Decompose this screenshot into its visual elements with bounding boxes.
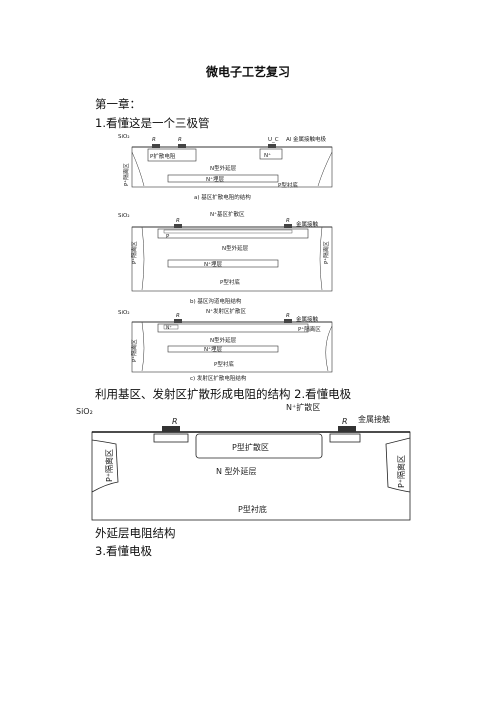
caption-b: b) 基区沟道电阻结构 [190, 297, 242, 305]
sio2-label-b: SiO₂ [118, 213, 130, 219]
caption-line-text: 利用基区、发射区扩散形成电阻的结构 2.看懂电极 [95, 387, 352, 401]
p-sub-label-fig2: P型衬底 [238, 504, 267, 514]
n-plus-label-c: N⁺ [166, 325, 172, 331]
p-sub-label-a: P型衬底 [278, 181, 298, 189]
item-1-text: 1.看懂这是一个三极管 [95, 116, 210, 130]
n-epi-label-fig2: N 型外延层 [216, 466, 257, 476]
p-sub-label-c: P型衬底 [214, 360, 234, 368]
r-label-c2: R [286, 313, 290, 319]
n-epi-label-a: N型外延层 [210, 164, 237, 172]
p-diff-label-fig2: P型扩散区 [232, 442, 269, 452]
n-emit-label-c: N⁺发射区扩散区 [206, 307, 247, 315]
metal-contact-label-b: 金属接触 [296, 220, 319, 228]
metal-contact-label-fig2: 金属接触 [358, 414, 390, 424]
n-buried-label-a: N⁺埋层 [206, 175, 225, 183]
item-3-text: 3.看懂电极 [95, 544, 152, 558]
subfigure-a: SiO₂ R R U_C Al 金属接触电极 P扩散电阻 N⁺ N型外延层 N⁺… [118, 134, 333, 201]
n-epi-label-c: N型外延层 [210, 336, 237, 344]
n-plus-label-a: N⁺ [264, 152, 271, 159]
resistor-structures-figure: SiO₂ R R U_C Al 金属接触电极 P扩散电阻 N⁺ N型外延层 N⁺… [118, 134, 333, 382]
p-iso-label-a: P⁺隔离区 [122, 163, 130, 186]
caption-c: c) 发射区扩散电阻结构 [190, 374, 247, 382]
p-iso-right-label-b: P⁺隔离区 [322, 241, 330, 264]
p-sub-label-b: P型衬底 [220, 278, 240, 286]
caption-a: a) 基区扩散电阻的结构 [194, 193, 251, 201]
r-label-fig2-1: R [172, 417, 178, 426]
chapter-heading: 第一章： [95, 97, 141, 111]
p-iso-left-label-fig2: P⁺隔离区 [104, 449, 114, 482]
metal-contact-label-c: 金属接触 [296, 315, 319, 323]
p-resistor-label-a: P扩散电阻 [150, 152, 176, 160]
n-plus-diff-label-fig2: N⁺扩散区 [286, 402, 320, 412]
sio2-label-a: SiO₂ [118, 134, 130, 140]
r-label-b1: R [176, 218, 180, 224]
r-label-a1: R [152, 137, 156, 143]
subfigure-b: SiO₂ N⁺基区扩散区 R R 金属接触 P P⁺隔离区 P⁺隔离区 N型外延… [118, 210, 333, 305]
subfigure-c: SiO₂ N⁺发射区扩散区 R R 金属接触 P⁺隔离区 N⁺ P⁺隔离区 N型… [118, 307, 333, 382]
n-base-label-b: N⁺基区扩散区 [210, 210, 245, 218]
n-epi-label-b: N型外延层 [222, 244, 249, 252]
r-label-a2: R [178, 137, 182, 143]
r-label-c1: R [176, 313, 180, 319]
al-contact-label-a: Al 金属接触电极 [286, 135, 327, 143]
sio2-label-fig2: SiO₂ [76, 407, 93, 416]
r-label-fig2-2: R [342, 417, 348, 426]
sio2-label-c: SiO₂ [118, 310, 130, 316]
p-iso-right-label-c: P⁺隔离区 [298, 325, 321, 333]
n-buried-label-b: N⁺埋层 [204, 260, 223, 268]
p-iso-left-label-c: P⁺隔离区 [130, 339, 138, 362]
p-label-b: P [166, 234, 170, 240]
caption-2-text: 外延层电阻结构 [95, 526, 176, 540]
epitaxial-resistor-figure: SiO₂ N⁺扩散区 金属接触 R R P⁺隔离区 P⁺隔离区 P型扩散区 N … [76, 402, 411, 521]
r-label-b2: R [286, 218, 290, 224]
page-title: 微电子工艺复习 [205, 65, 290, 79]
p-iso-left-label-b: P⁺隔离区 [130, 241, 138, 264]
p-iso-right-label-fig2: P⁺隔离区 [396, 455, 406, 488]
n-buried-label-c: N⁺埋层 [204, 345, 223, 353]
uc-label-a: U_C [268, 137, 279, 143]
